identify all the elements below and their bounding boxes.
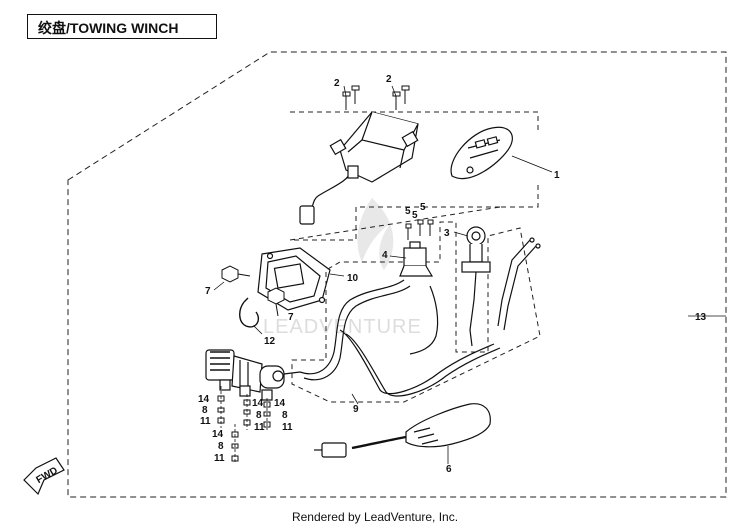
fwd-direction-arrow: FWD <box>23 457 65 496</box>
wiring-harness-part <box>299 279 501 397</box>
callout-14d: 14 <box>212 429 224 440</box>
callout-3: 3 <box>444 228 450 239</box>
callout-14b: 14 <box>252 398 264 409</box>
callout-4: 4 <box>382 250 388 261</box>
callout-2b: 2 <box>386 74 392 85</box>
callout-8d: 8 <box>218 441 224 452</box>
winch-motor-part <box>205 349 301 401</box>
screws-part-2 <box>342 85 410 110</box>
callout-11b: 11 <box>254 422 265 433</box>
watermark: LEADVENTURE <box>263 198 422 338</box>
callout-8a: 8 <box>202 405 208 416</box>
callout-9: 9 <box>353 404 359 415</box>
diagram-title: 绞盘/TOWING WINCH <box>38 20 179 36</box>
screws-part-5 <box>405 219 434 240</box>
callout-11d: 11 <box>214 453 225 464</box>
callout-numbers: 1 2 2 3 4 5 5 5 6 7 7 8 8 8 8 9 10 11 11… <box>198 74 707 475</box>
callout-12: 12 <box>264 336 276 347</box>
callout-1: 1 <box>554 170 560 181</box>
assembly-boundary <box>67 51 727 498</box>
callout-10: 10 <box>347 273 359 284</box>
callout-13: 13 <box>695 312 707 323</box>
callout-5c: 5 <box>420 202 426 213</box>
callout-11a: 11 <box>200 416 211 427</box>
harness-subassembly-box <box>291 221 541 403</box>
callout-5b: 5 <box>412 210 418 221</box>
callout-8c: 8 <box>282 410 288 421</box>
callout-14a: 14 <box>198 394 210 405</box>
bolts-part-7 <box>221 265 285 317</box>
fastener-leader-lines <box>220 386 268 464</box>
handheld-remote-part-6 <box>314 403 491 458</box>
watermark-text: LEADVENTURE <box>263 316 422 338</box>
remote-fob-part <box>450 126 513 179</box>
control-box-part <box>299 111 419 225</box>
callout-7b: 7 <box>288 312 294 323</box>
relay-part-4 <box>399 241 434 277</box>
battery-cables <box>497 237 541 331</box>
callout-2a: 2 <box>334 78 340 89</box>
callout-11c: 11 <box>282 422 293 433</box>
dash-switch-part-3 <box>461 226 491 347</box>
callout-7a: 7 <box>205 286 211 297</box>
callout-5a: 5 <box>405 206 411 217</box>
callout-leader-lines <box>213 85 726 464</box>
callout-14c: 14 <box>274 398 286 409</box>
hook-part-12 <box>239 297 260 328</box>
render-credit: Rendered by LeadVenture, Inc. <box>291 510 459 524</box>
callout-8b: 8 <box>256 410 262 421</box>
diagram-title-box: 绞盘/TOWING WINCH <box>27 14 217 39</box>
callout-6: 6 <box>446 464 452 475</box>
